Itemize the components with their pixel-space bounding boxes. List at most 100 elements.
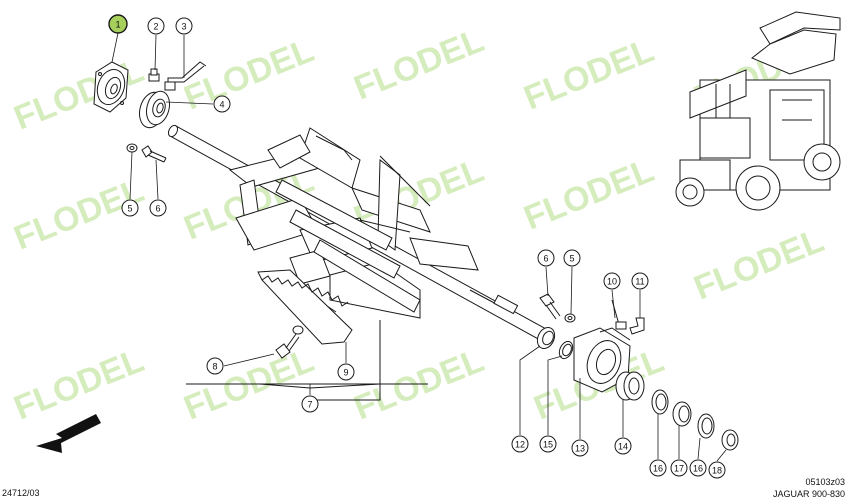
callout-4[interactable]: 4	[213, 95, 231, 113]
callout-circle	[175, 17, 193, 35]
callout-circle	[511, 435, 529, 453]
callout-circle	[631, 272, 649, 290]
knife-bolt[interactable]	[275, 325, 304, 359]
leader-line	[570, 266, 573, 315]
callout-number: 7	[307, 400, 312, 410]
leader-line	[716, 449, 727, 462]
sleeve[interactable]	[672, 401, 692, 427]
leader-line	[547, 355, 563, 435]
roller-bearing[interactable]	[615, 371, 645, 401]
callout-6[interactable]: 6	[537, 249, 555, 267]
callout-circle	[670, 459, 688, 477]
callout-number: 11	[635, 277, 644, 287]
serrated-knife[interactable]	[257, 269, 353, 345]
watermark-logo: FLODEL	[9, 341, 149, 427]
callout-number: 14	[618, 442, 628, 452]
rotor-paddles[interactable]	[228, 127, 479, 319]
callout-number: 8	[212, 362, 217, 372]
callout-number: 6	[543, 254, 548, 264]
callout-circle	[147, 17, 165, 35]
leader-line	[155, 159, 159, 200]
model-label: JAGUAR 900-830	[772, 489, 845, 499]
callout-11[interactable]: 11	[631, 272, 649, 290]
callout-circle	[603, 272, 621, 290]
bearing-flange[interactable]	[93, 61, 130, 113]
watermark-logo: FLODEL	[349, 21, 489, 107]
callout-number: 17	[674, 464, 684, 474]
callout-circle	[563, 249, 581, 267]
watermark-logo: FLODEL	[519, 31, 659, 117]
watermark-logo: FLODEL	[9, 51, 149, 137]
leader-line	[697, 437, 701, 460]
callout-number: 16	[653, 464, 663, 474]
leader-line	[223, 353, 275, 367]
callout-circle	[689, 459, 707, 477]
callout-number: 3	[181, 22, 186, 32]
grease-tube[interactable]	[164, 61, 207, 91]
callout-10[interactable]: 10	[603, 272, 621, 290]
drawing-reference-left: 24712/03	[2, 488, 40, 498]
callout-number: 12	[515, 440, 525, 450]
callout-number: 16	[693, 464, 703, 474]
washer[interactable]	[126, 143, 138, 153]
seal-ring[interactable]	[534, 325, 558, 352]
callout-13[interactable]: 13	[571, 439, 589, 457]
callout-1[interactable]: 1	[108, 14, 128, 34]
bolt[interactable]	[539, 293, 561, 320]
bearing[interactable]	[136, 89, 173, 131]
callout-8[interactable]: 8	[206, 357, 224, 375]
callout-circle	[337, 363, 355, 381]
callout-18[interactable]: 18	[708, 461, 726, 479]
callout-number: 6	[155, 204, 160, 214]
leader-line	[611, 289, 616, 319]
circlip[interactable]	[697, 413, 715, 439]
bolt[interactable]	[141, 145, 167, 163]
callout-16[interactable]: 16	[649, 459, 667, 477]
callout-number: 13	[575, 444, 585, 454]
leader-line	[154, 34, 157, 71]
callout-circle	[649, 459, 667, 477]
callout-3[interactable]: 3	[175, 17, 193, 35]
callout-14[interactable]: 14	[614, 437, 632, 455]
callout-12[interactable]: 12	[511, 435, 529, 453]
bearing-housing[interactable]	[573, 327, 631, 393]
callout-15[interactable]: 15	[539, 435, 557, 453]
leader-line	[545, 266, 549, 297]
watermark-logo: FLODEL	[689, 221, 829, 307]
end-cap[interactable]	[721, 429, 739, 451]
callout-number: 15	[543, 440, 553, 450]
callout-number: 4	[219, 100, 224, 110]
callout-number: 18	[712, 466, 722, 476]
elbow-fitting[interactable]	[629, 317, 645, 335]
leader-lines	[111, 32, 727, 462]
callout-17[interactable]: 17	[670, 459, 688, 477]
callout-2[interactable]: 2	[147, 17, 165, 35]
circlip[interactable]	[557, 339, 575, 360]
leader-line	[111, 32, 119, 63]
grease-nipple[interactable]	[148, 68, 160, 82]
callout-number: 5	[127, 204, 132, 214]
grease-nipple[interactable]	[611, 299, 627, 330]
direction-arrow-icon	[36, 414, 101, 453]
callout-circle	[708, 461, 726, 479]
callout-number: 2	[153, 22, 158, 32]
callout-6[interactable]: 6	[149, 199, 167, 217]
leader-line	[165, 101, 214, 105]
callout-number: 1	[115, 20, 120, 30]
callout-5[interactable]: 5	[563, 249, 581, 267]
callout-circle	[108, 14, 128, 34]
washer[interactable]	[564, 313, 576, 323]
callout-number: 10	[607, 277, 617, 287]
callout-circle	[149, 199, 167, 217]
callout-9[interactable]: 9	[337, 363, 355, 381]
callout-5[interactable]: 5	[121, 199, 139, 217]
drawing-reference-right: 05103z03	[805, 477, 845, 487]
callout-7[interactable]: 7	[301, 395, 319, 413]
callout-number: 5	[569, 254, 574, 264]
callout-circle	[121, 199, 139, 217]
callout-circle	[539, 435, 557, 453]
spacer-ring[interactable]	[651, 389, 669, 415]
callout-16[interactable]: 16	[689, 459, 707, 477]
